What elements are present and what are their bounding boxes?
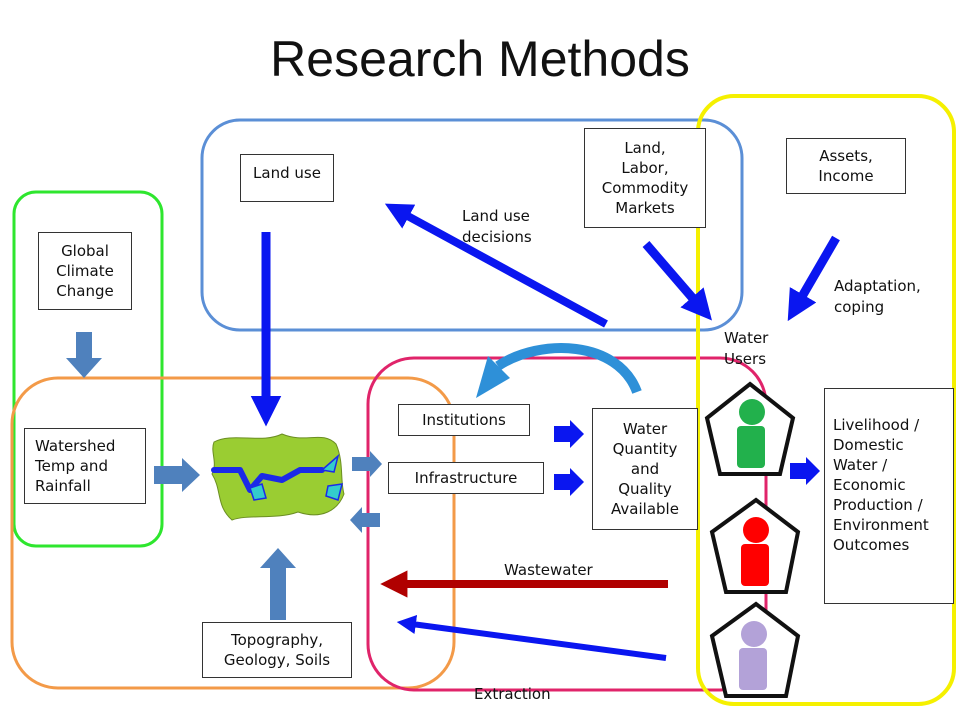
livelihood-box: Livelihood / Domestic Water / Economic P… bbox=[824, 388, 954, 604]
assets-to-users-arrow bbox=[787, 235, 840, 322]
page-title: Research Methods bbox=[270, 31, 690, 87]
adaptation-label: Adaptation, coping bbox=[834, 277, 921, 316]
climate-region bbox=[12, 190, 164, 548]
feedback-curve-arrowhead bbox=[476, 356, 510, 398]
global-climate-box: Global Climate Change bbox=[38, 232, 132, 310]
biophysical-region bbox=[10, 376, 456, 690]
water-users-label: Water Users bbox=[724, 329, 769, 368]
water-users-region bbox=[696, 94, 956, 706]
topography-up-arrow bbox=[260, 548, 296, 620]
markets-to-users-arrow bbox=[642, 241, 712, 321]
wastewater-label: Wastewater bbox=[504, 561, 593, 579]
extraction-arrow bbox=[396, 614, 667, 661]
topography-box: Topography, Geology, Soils bbox=[202, 622, 352, 678]
infrastructure-arrow bbox=[554, 468, 584, 496]
water-user-red-icon bbox=[709, 497, 801, 594]
land-use-decisions-label: Land use decisions bbox=[462, 207, 532, 246]
climate-down-arrow bbox=[66, 332, 102, 378]
extraction-label: Extraction bbox=[474, 685, 551, 703]
institutions-box: Institutions bbox=[398, 404, 530, 436]
land-use-decisions-arrow bbox=[384, 203, 608, 328]
basin-to-water-arrow bbox=[352, 451, 382, 477]
watershed-box: Watershed Temp and Rainfall bbox=[24, 428, 146, 504]
water-to-basin-arrow bbox=[350, 507, 380, 533]
feedback-curve-arrow bbox=[495, 343, 642, 394]
water-user-green-icon bbox=[704, 381, 796, 476]
institutions-arrow bbox=[554, 420, 584, 448]
land-use-box: Land use bbox=[240, 154, 334, 202]
water-quantity-box: Water Quantity and Quality Available bbox=[592, 408, 698, 530]
assets-box: Assets, Income bbox=[786, 138, 906, 194]
markets-box: Land, Labor, Commodity Markets bbox=[584, 128, 706, 228]
watershed-to-basin-arrow bbox=[154, 458, 200, 492]
water-user-purple-icon bbox=[709, 601, 801, 698]
infrastructure-box: Infrastructure bbox=[388, 462, 544, 494]
users-to-outcomes-arrow bbox=[790, 457, 820, 485]
land-market-region bbox=[200, 118, 744, 332]
watershed-basin-icon bbox=[211, 433, 345, 521]
